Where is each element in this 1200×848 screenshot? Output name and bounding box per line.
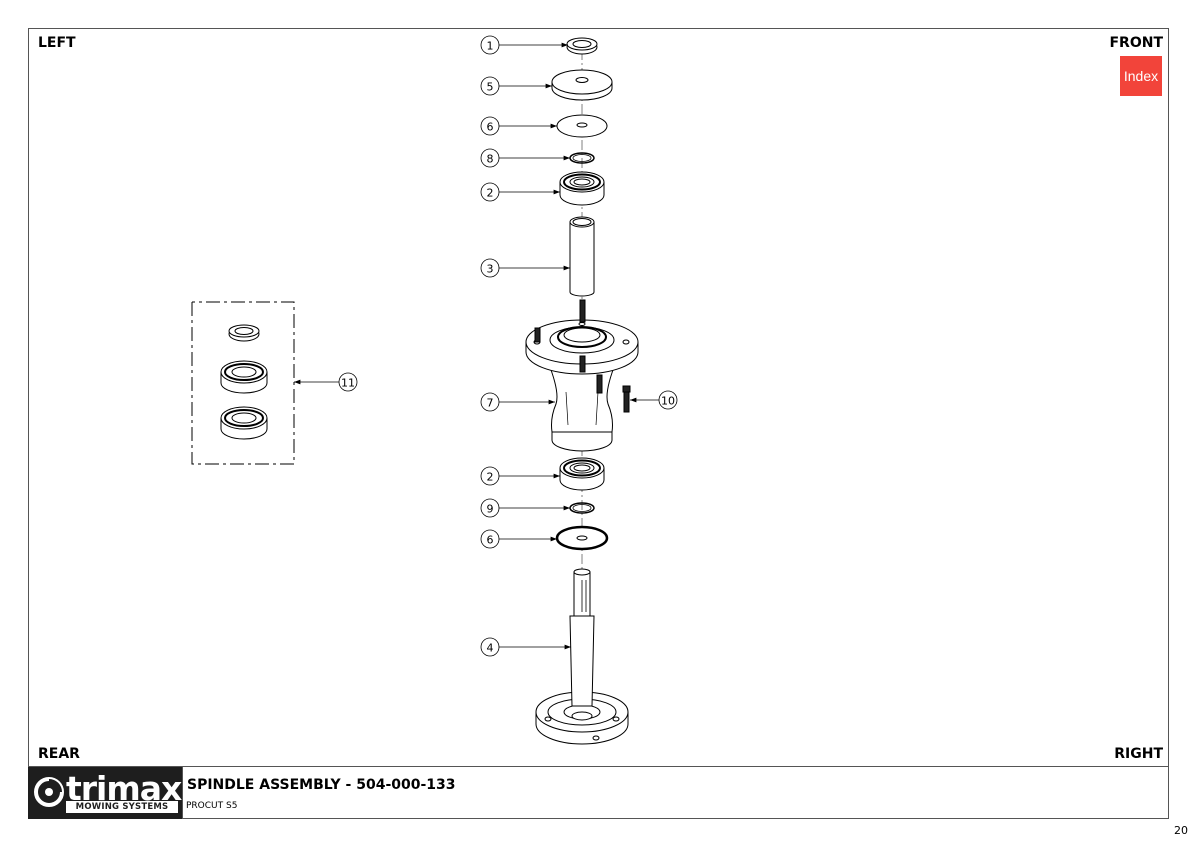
trimax-mark-icon bbox=[34, 777, 64, 807]
callout-circle-2b bbox=[480, 466, 500, 486]
document-subtitle: PROCUT S5 bbox=[186, 801, 238, 811]
part-7-housing bbox=[525, 299, 639, 452]
part-6-washer-lower bbox=[555, 525, 609, 551]
callout-3: 3 bbox=[487, 263, 494, 276]
callout-circle-7 bbox=[480, 392, 500, 412]
callout-5: 5 bbox=[487, 81, 494, 94]
callout-8: 8 bbox=[487, 153, 494, 166]
callout-circle-4 bbox=[480, 637, 500, 657]
leader-lines bbox=[294, 42, 659, 650]
callout-2-lower: 2 bbox=[487, 471, 494, 484]
callout-11: 11 bbox=[341, 377, 355, 390]
callout-circle-9 bbox=[480, 498, 500, 518]
page-number: 20 bbox=[1174, 824, 1188, 837]
callout-6: 6 bbox=[487, 121, 494, 134]
callout-4: 4 bbox=[487, 642, 494, 655]
corner-label-front: FRONT bbox=[1109, 35, 1163, 51]
trimax-logo: trimax MOWING SYSTEMS bbox=[28, 767, 182, 819]
callout-circle-3 bbox=[480, 258, 500, 278]
part-3-spacer-tube bbox=[569, 216, 595, 297]
corner-label-left: LEFT bbox=[38, 35, 76, 51]
callout-circle-1 bbox=[480, 35, 500, 55]
callout-2: 2 bbox=[487, 187, 494, 200]
logo-tagline: MOWING SYSTEMS bbox=[66, 801, 178, 813]
corner-label-right: RIGHT bbox=[1114, 746, 1163, 762]
part-1-seal bbox=[566, 37, 598, 55]
part-2-bearing-lower bbox=[559, 457, 605, 491]
drawing-frame bbox=[28, 28, 1169, 819]
callout-circle-5 bbox=[480, 76, 500, 96]
part-4-spindle-shaft bbox=[535, 568, 629, 745]
part-11-bearing-kit bbox=[191, 301, 295, 465]
document-title: SPINDLE ASSEMBLY - 504-000-133 bbox=[187, 777, 456, 793]
callout-7: 7 bbox=[487, 397, 494, 410]
callout-10: 10 bbox=[661, 395, 675, 408]
part-10-bolt bbox=[622, 385, 631, 413]
callout-circle-6b bbox=[480, 529, 500, 549]
callout-circle-11 bbox=[338, 372, 358, 392]
title-block: trimax MOWING SYSTEMS SPINDLE ASSEMBLY -… bbox=[28, 766, 1169, 819]
corner-label-rear: REAR bbox=[38, 746, 80, 762]
callout-circle-2 bbox=[480, 182, 500, 202]
callout-1: 1 bbox=[487, 40, 494, 53]
index-button[interactable]: Index bbox=[1120, 56, 1162, 96]
callout-circle-8 bbox=[480, 148, 500, 168]
callout-9: 9 bbox=[487, 503, 494, 516]
callout-6-lower: 6 bbox=[487, 534, 494, 547]
part-2-bearing-upper bbox=[559, 171, 605, 206]
part-5-washer bbox=[551, 69, 613, 101]
callout-circle-6 bbox=[480, 116, 500, 136]
title-divider bbox=[182, 767, 183, 819]
callout-circle-10 bbox=[658, 390, 678, 410]
part-6-washer-upper bbox=[556, 114, 608, 138]
